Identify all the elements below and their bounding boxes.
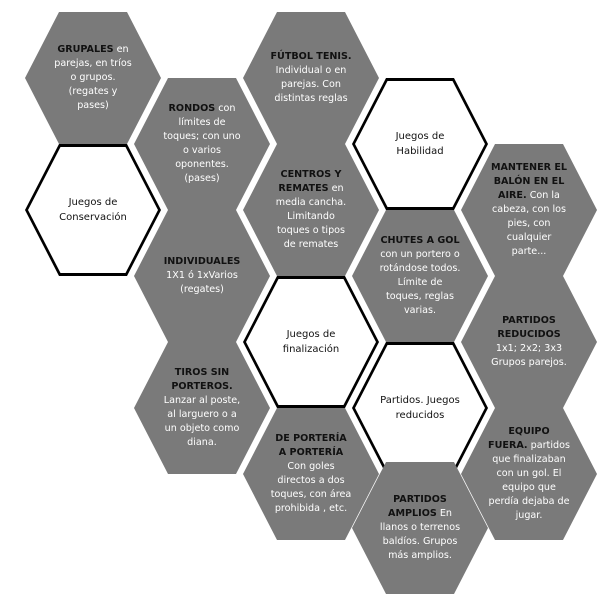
hex-juegos-conservacion: Juegos de Conservación — [25, 144, 161, 276]
hex-juegos-habilidad-label: Juegos de Habilidad — [395, 131, 445, 157]
hex-rondos-title: RONDOS — [168, 103, 216, 114]
hex-rondos: RONDOS con límites de toques; con uno o … — [134, 78, 270, 210]
hex-partidos-amplios-body: En llanos o terrenos baldíos. Grupos más… — [379, 508, 461, 561]
hex-grupales-text: GRUPALES en parejas, en tríos o grupos. … — [52, 43, 134, 113]
hex-partidos-reducidos-title: PARTIDOS REDUCIDOS — [497, 315, 561, 340]
hex-mantener-balon-text: MANTENER EL BALÓN EN EL AIRE. Con la cab… — [488, 161, 570, 259]
hex-individuales-body: 1X1 ó 1xVarios (regates) — [166, 270, 238, 295]
hex-equipo-fuera-body: partidos que finalizaban con un gol. El … — [488, 440, 570, 521]
hex-centros-remates-body: en media cancha. Limitando toques o tipo… — [275, 183, 347, 250]
hex-chutes-gol-text: CHUTES A GOL con un portero o rotándose … — [379, 234, 461, 318]
hex-juegos-finalizacion: Juegos de finalización — [243, 276, 379, 408]
hex-mantener-balon-body: Con la cabeza, con los pies, con cualqui… — [492, 190, 566, 257]
hex-rondos-text: RONDOS con límites de toques; con uno o … — [161, 102, 243, 186]
hex-individuales: INDIVIDUALES 1X1 ó 1xVarios (regates) — [134, 210, 270, 342]
hex-futbol-tenis-title: FÚTBOL TENIS. — [270, 51, 352, 62]
hex-chutes-gol-body: con un portero o rotándose todos. Límite… — [379, 249, 461, 316]
hex-futbol-tenis-text: FÚTBOL TENIS. Individual o en parejas. C… — [270, 50, 352, 106]
hex-equipo-fuera-text: EQUIPO FUERA. partidos que finalizaban c… — [488, 425, 570, 523]
hex-individuales-text: INDIVIDUALES 1X1 ó 1xVarios (regates) — [161, 255, 243, 297]
hex-partidos-amplios-text: PARTIDOS AMPLIOS En llanos o terrenos ba… — [379, 493, 461, 563]
hex-porteria-a-porteria-body: Con goles directos a dos toques, con áre… — [270, 461, 352, 514]
hex-juegos-conservacion-fill — [28, 147, 158, 273]
hex-grupales-body: en parejas, en tríos o grupos. (regates … — [54, 44, 132, 111]
hex-partidos-reducidos-text: PARTIDOS REDUCIDOS 1x1; 2x2; 3x3 Grupos … — [488, 314, 570, 370]
hex-porteria-a-porteria-text: DE PORTERÍA A PORTERÍA Con goles directo… — [270, 432, 352, 516]
hex-porteria-a-porteria-title: DE PORTERÍA A PORTERÍA — [275, 433, 347, 458]
hex-centros-remates: CENTROS Y REMATES en media cancha. Limit… — [243, 144, 379, 276]
hex-centros-remates-title: CENTROS Y REMATES — [278, 169, 342, 194]
hex-mantener-balon: MANTENER EL BALÓN EN EL AIRE. Con la cab… — [461, 144, 597, 276]
hex-juegos-finalizacion-label: Juegos de finalización — [282, 329, 340, 355]
hex-tiros-sin-porteros-title: TIROS SIN PORTEROS. — [171, 367, 233, 392]
hex-equipo-fuera-title: EQUIPO FUERA. — [488, 426, 550, 451]
hex-centros-remates-text: CENTROS Y REMATES en media cancha. Limit… — [270, 168, 352, 252]
hex-juegos-habilidad: Juegos de Habilidad — [352, 78, 488, 210]
hex-grupales: GRUPALES en parejas, en tríos o grupos. … — [25, 12, 161, 144]
hex-futbol-tenis-body: Individual o en parejas. Con distintas r… — [274, 65, 348, 104]
hex-juegos-reducidos: Partidos. Juegos reducidos — [352, 342, 488, 474]
hex-mantener-balon-title: MANTENER EL BALÓN EN EL AIRE. — [490, 162, 568, 201]
hex-chutes-gol: CHUTES A GOL con un portero o rotándose … — [352, 210, 488, 342]
hex-partidos-amplios-title: PARTIDOS AMPLIOS — [388, 494, 447, 519]
hex-tiros-sin-porteros-body: Lanzar al poste, al larguero o a un obje… — [163, 395, 241, 448]
hex-grupales-title: GRUPALES — [57, 44, 114, 55]
hex-juegos-conservacion-label: Juegos de Conservación — [59, 197, 127, 223]
hex-partidos-reducidos-body: 1x1; 2x2; 3x3 Grupos parejos. — [491, 343, 567, 368]
hex-tiros-sin-porteros-text: TIROS SIN PORTEROS. Lanzar al poste, al … — [161, 366, 243, 450]
hex-futbol-tenis: FÚTBOL TENIS. Individual o en parejas. C… — [243, 12, 379, 144]
hex-juegos-reducidos-label: Partidos. Juegos reducidos — [380, 395, 460, 421]
hex-rondos-body: con límites de toques; con uno o varios … — [163, 103, 241, 184]
hex-individuales-title: INDIVIDUALES — [163, 256, 241, 267]
hex-tiros-sin-porteros: TIROS SIN PORTEROS. Lanzar al poste, al … — [134, 342, 270, 474]
hex-chutes-gol-title: CHUTES A GOL — [380, 235, 460, 246]
hex-partidos-reducidos: PARTIDOS REDUCIDOS 1x1; 2x2; 3x3 Grupos … — [461, 276, 597, 408]
